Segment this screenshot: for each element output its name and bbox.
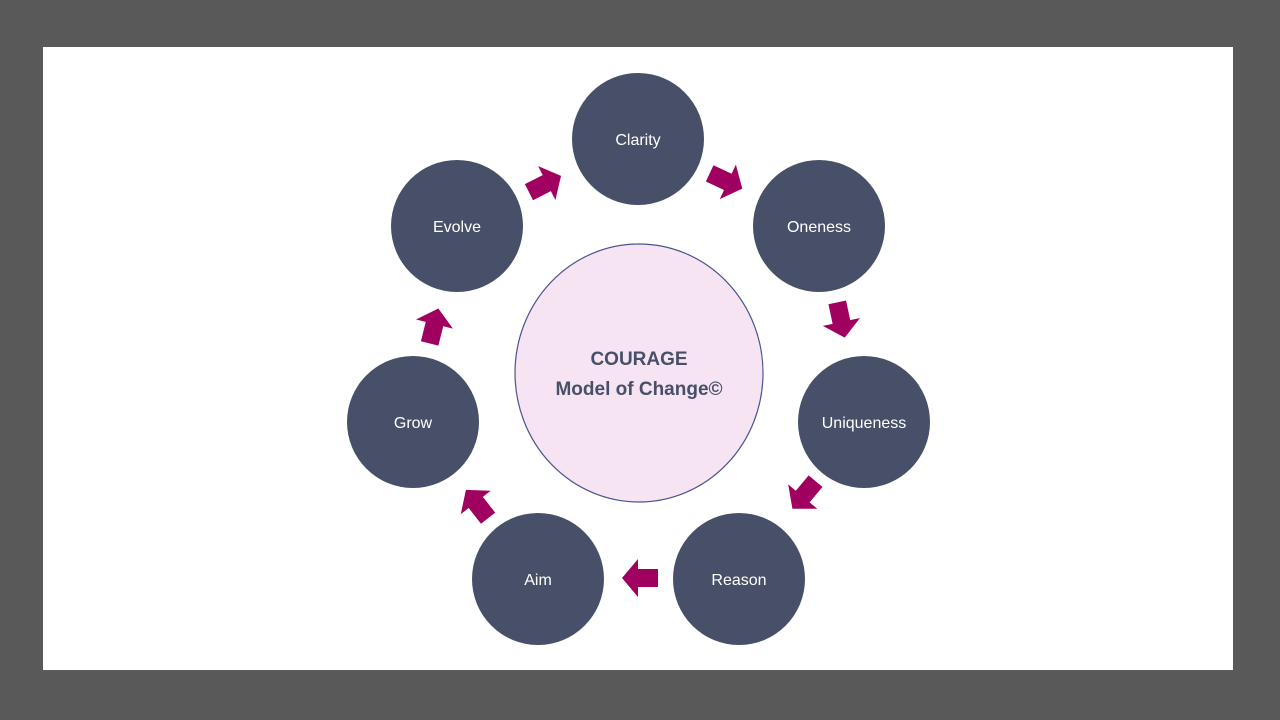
center-circle: COURAGE Model of Change© xyxy=(514,243,764,503)
node-label-uniqueness: Uniqueness xyxy=(822,415,907,432)
arrow-icon-evolve-to-clarity xyxy=(520,158,570,210)
node-label-grow: Grow xyxy=(394,415,433,432)
node-reason: Reason xyxy=(673,513,805,645)
arrow-icon-aim-to-grow xyxy=(450,478,504,530)
arrow-icon-grow-to-evolve xyxy=(411,303,457,349)
node-clarity: Clarity xyxy=(572,73,704,205)
node-evolve: Evolve xyxy=(391,160,523,292)
node-aim: Aim xyxy=(472,513,604,645)
arrow-icon-reason-to-aim xyxy=(622,559,658,597)
node-label-oneness: Oneness xyxy=(787,219,851,236)
center-subtitle: Model of Change© xyxy=(555,379,722,400)
arrow-icon-uniqueness-to-reason xyxy=(777,468,831,522)
node-label-aim: Aim xyxy=(524,572,552,589)
node-label-clarity: Clarity xyxy=(615,132,660,149)
slide-canvas: COURAGE Model of Change© Clarity Oneness… xyxy=(43,47,1233,670)
node-oneness: Oneness xyxy=(753,160,885,292)
node-label-reason: Reason xyxy=(711,572,766,589)
node-label-evolve: Evolve xyxy=(433,219,481,236)
arrow-icon-oneness-to-uniqueness xyxy=(818,298,864,342)
courage-cycle-diagram: COURAGE Model of Change© Clarity Oneness… xyxy=(347,73,930,645)
center-title: COURAGE xyxy=(590,349,687,370)
node-uniqueness: Uniqueness xyxy=(798,356,930,488)
arrow-icon-clarity-to-oneness xyxy=(701,156,751,206)
node-grow: Grow xyxy=(347,356,479,488)
